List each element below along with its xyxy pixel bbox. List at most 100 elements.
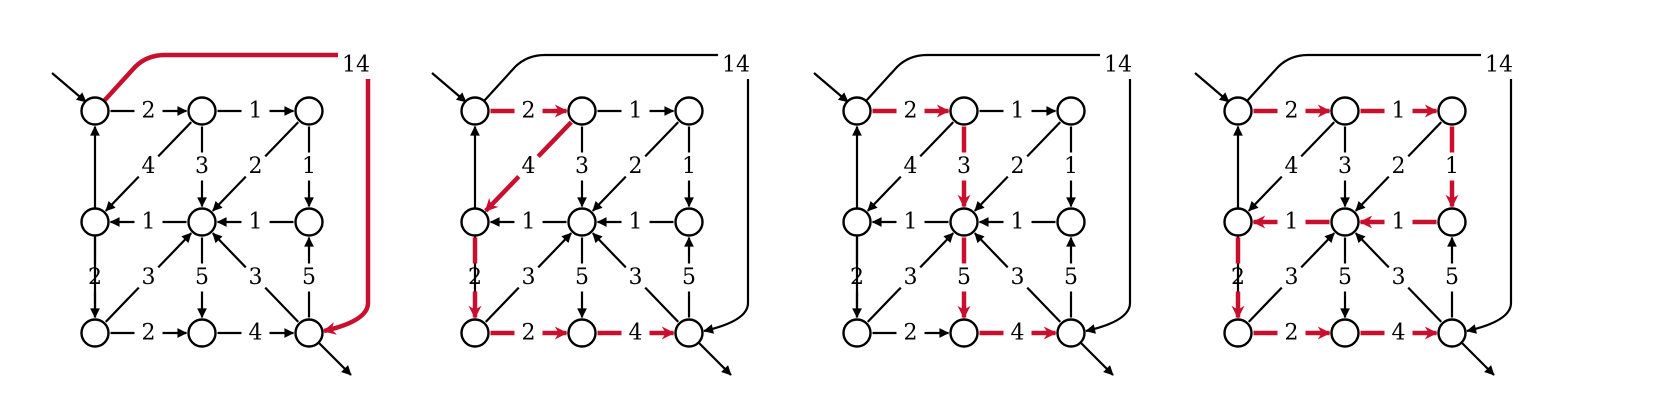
node-E bbox=[187, 207, 217, 237]
node-C bbox=[294, 96, 324, 126]
edge-label-GE: 3 bbox=[904, 265, 918, 290]
edge-GE bbox=[1300, 232, 1336, 269]
edge-label-AB: 2 bbox=[904, 99, 918, 124]
edge-IE bbox=[1354, 232, 1390, 269]
node-B bbox=[1330, 96, 1360, 126]
edge-label-GH: 2 bbox=[522, 321, 536, 346]
node-F bbox=[674, 207, 704, 237]
node-B bbox=[187, 96, 217, 126]
edge-label-DG: 2 bbox=[468, 265, 482, 290]
edge-label-ED: 1 bbox=[522, 210, 536, 235]
edge-label-BD: 4 bbox=[904, 154, 918, 179]
edge-label-EH: 5 bbox=[1338, 265, 1352, 290]
edge-label-BD: 4 bbox=[1285, 154, 1299, 179]
edge-label-BC: 1 bbox=[249, 99, 263, 124]
edge-label-IF: 5 bbox=[682, 265, 696, 290]
node-F bbox=[294, 207, 324, 237]
node-G bbox=[1223, 318, 1253, 348]
edge-label-ED: 1 bbox=[904, 210, 918, 235]
panel-3: 142124321112353524 bbox=[813, 53, 1132, 376]
edge-label-EH: 5 bbox=[575, 265, 589, 290]
edge-GE bbox=[157, 232, 193, 269]
edge-label-ED: 1 bbox=[142, 210, 156, 235]
node-A bbox=[80, 96, 110, 126]
edge-label-GE: 3 bbox=[522, 265, 536, 290]
edge-AI bbox=[483, 53, 750, 331]
edge-label-BE: 3 bbox=[195, 154, 209, 179]
panel-4: 142124321112353524 bbox=[1194, 53, 1513, 376]
edge-IE bbox=[591, 232, 627, 269]
edge-GE-tail bbox=[104, 286, 140, 323]
node-D bbox=[460, 207, 490, 237]
edge-label-EH: 5 bbox=[957, 265, 971, 290]
edge-label-IE: 3 bbox=[1011, 265, 1025, 290]
edge-label-DG: 2 bbox=[1231, 265, 1245, 290]
edge-label-FE: 1 bbox=[629, 210, 643, 235]
edge-label-HI: 4 bbox=[249, 321, 263, 346]
edge-label-CF: 1 bbox=[682, 154, 696, 179]
edge-AI bbox=[102, 52, 371, 331]
node-B bbox=[949, 96, 979, 126]
edge-label-CE: 2 bbox=[1392, 154, 1406, 179]
node-B bbox=[567, 96, 597, 126]
node-C bbox=[1437, 96, 1467, 126]
node-E bbox=[567, 207, 597, 237]
edge-label-HI: 4 bbox=[1011, 321, 1025, 346]
node-H bbox=[567, 318, 597, 348]
edge-CE bbox=[211, 175, 247, 212]
node-A bbox=[460, 96, 490, 126]
edge-label-AI: 14 bbox=[722, 53, 750, 78]
edge-label-AI: 14 bbox=[342, 53, 370, 78]
node-D bbox=[80, 207, 110, 237]
edge-IE bbox=[211, 232, 247, 269]
edge-GE-tail bbox=[484, 286, 520, 323]
node-C bbox=[674, 96, 704, 126]
edge-CE-tail bbox=[1026, 121, 1062, 158]
node-A bbox=[842, 96, 872, 126]
edge-label-AB: 2 bbox=[1285, 99, 1299, 124]
edge-label-CF: 1 bbox=[302, 154, 316, 179]
edge-label-IE: 3 bbox=[249, 265, 263, 290]
node-H bbox=[949, 318, 979, 348]
edge-IE-tail bbox=[1407, 286, 1443, 323]
edge-label-IF: 5 bbox=[302, 265, 316, 290]
edge-BD-tail bbox=[536, 120, 573, 158]
node-G bbox=[80, 318, 110, 348]
edge-BD bbox=[1247, 175, 1283, 212]
edge-BD-tail bbox=[919, 121, 955, 158]
node-D bbox=[842, 207, 872, 237]
edge-BD-tail bbox=[1300, 121, 1336, 158]
edge-CE bbox=[591, 175, 627, 212]
edge-label-GH: 2 bbox=[142, 321, 156, 346]
edge-label-GE: 3 bbox=[1285, 265, 1299, 290]
edge-IE bbox=[973, 232, 1009, 269]
edge-label-BD: 4 bbox=[142, 154, 156, 179]
edge-IE-tail bbox=[264, 286, 300, 323]
edge-AI bbox=[1246, 53, 1513, 331]
edge-label-BC: 1 bbox=[629, 99, 643, 124]
edge-CE bbox=[1354, 175, 1390, 212]
panel-1: 142124321112353524 bbox=[51, 52, 371, 376]
edge-label-BD: 4 bbox=[522, 154, 536, 179]
node-A bbox=[1223, 96, 1253, 126]
edge-IE-tail bbox=[1026, 286, 1062, 323]
edge-label-GH: 2 bbox=[1285, 321, 1299, 346]
node-I bbox=[1056, 318, 1086, 348]
edge-label-IE: 3 bbox=[629, 265, 643, 290]
edge-label-AI: 14 bbox=[1485, 53, 1513, 78]
edge-label-FE: 1 bbox=[1392, 210, 1406, 235]
edge-label-BE: 3 bbox=[575, 154, 589, 179]
edge-label-CF: 1 bbox=[1445, 154, 1459, 179]
edge-label-BE: 3 bbox=[1338, 154, 1352, 179]
edge-label-GH: 2 bbox=[904, 321, 918, 346]
edge-GE bbox=[919, 232, 955, 269]
node-G bbox=[460, 318, 490, 348]
edge-label-AB: 2 bbox=[522, 99, 536, 124]
edge-label-GE: 3 bbox=[142, 265, 156, 290]
edge-label-HI: 4 bbox=[1392, 321, 1406, 346]
node-I bbox=[1437, 318, 1467, 348]
entry-arrow bbox=[51, 72, 87, 103]
node-I bbox=[674, 318, 704, 348]
edge-BD bbox=[484, 175, 521, 213]
